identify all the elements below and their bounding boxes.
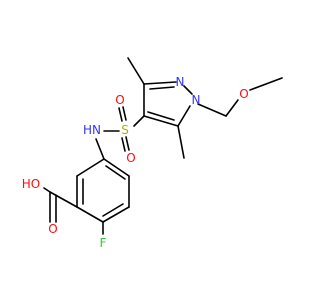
- bond-ar3-ar4-inner: [102, 203, 124, 217]
- atom-label-layer: N N O S O O HN O HO F: [22, 75, 249, 250]
- bond-nh-c-aryl: [95, 138, 105, 160]
- atom-label-f: F: [100, 236, 107, 250]
- bond-c5-methyl: [177, 125, 185, 159]
- bond-ar3-ar4: [102, 206, 130, 223]
- bond-cooh-oh: [43, 187, 51, 193]
- bond-n1-ch2: [197, 103, 227, 117]
- bond-c5-c4: [143, 115, 179, 127]
- atom-label-n-lower: N: [192, 93, 201, 107]
- bond-n2-n1: [183, 85, 193, 95]
- bond-o-ch3: [249, 77, 283, 91]
- bond-ar1-ar2-inner: [105, 165, 126, 180]
- bond-c3-n2: [143, 81, 177, 85]
- bond-ar4-ar5: [76, 206, 104, 223]
- atom-label-o-ether: O: [239, 87, 248, 101]
- atom-label-nh: HN: [83, 123, 101, 137]
- bond-s-o-top-2: [122, 106, 127, 121]
- molecule-structure-diagram: N N O S O O HN O HO F: [22, 57, 283, 250]
- atom-label-o-sulfonyl-bottom: O: [126, 151, 135, 165]
- atom-label-o-sulfonyl-top: O: [115, 93, 124, 107]
- atom-label-oh: HO: [22, 177, 40, 191]
- bond-s-o-top-1: [118, 107, 123, 122]
- bond-s-o-bottom-1: [121, 137, 126, 152]
- atom-label-s: S: [121, 123, 129, 137]
- bond-c4-s: [133, 115, 145, 127]
- bond-ar-cooh: [49, 191, 78, 208]
- bond-ar6-ar1: [76, 158, 105, 177]
- bond-c5-c4-double: [147, 111, 175, 121]
- bond-c3-n2-double: [149, 86, 175, 90]
- bond-ch2-o: [225, 99, 239, 117]
- bond-ar1-ar2: [103, 158, 130, 177]
- bond-layer: [43, 57, 283, 235]
- bond-c3-methyl: [127, 57, 145, 85]
- atom-label-o-carbonyl: O: [48, 222, 57, 236]
- bond-s-o-bottom-2: [125, 136, 130, 151]
- bond-n1-c5: [177, 105, 191, 127]
- atom-label-n-upper: N: [176, 75, 185, 89]
